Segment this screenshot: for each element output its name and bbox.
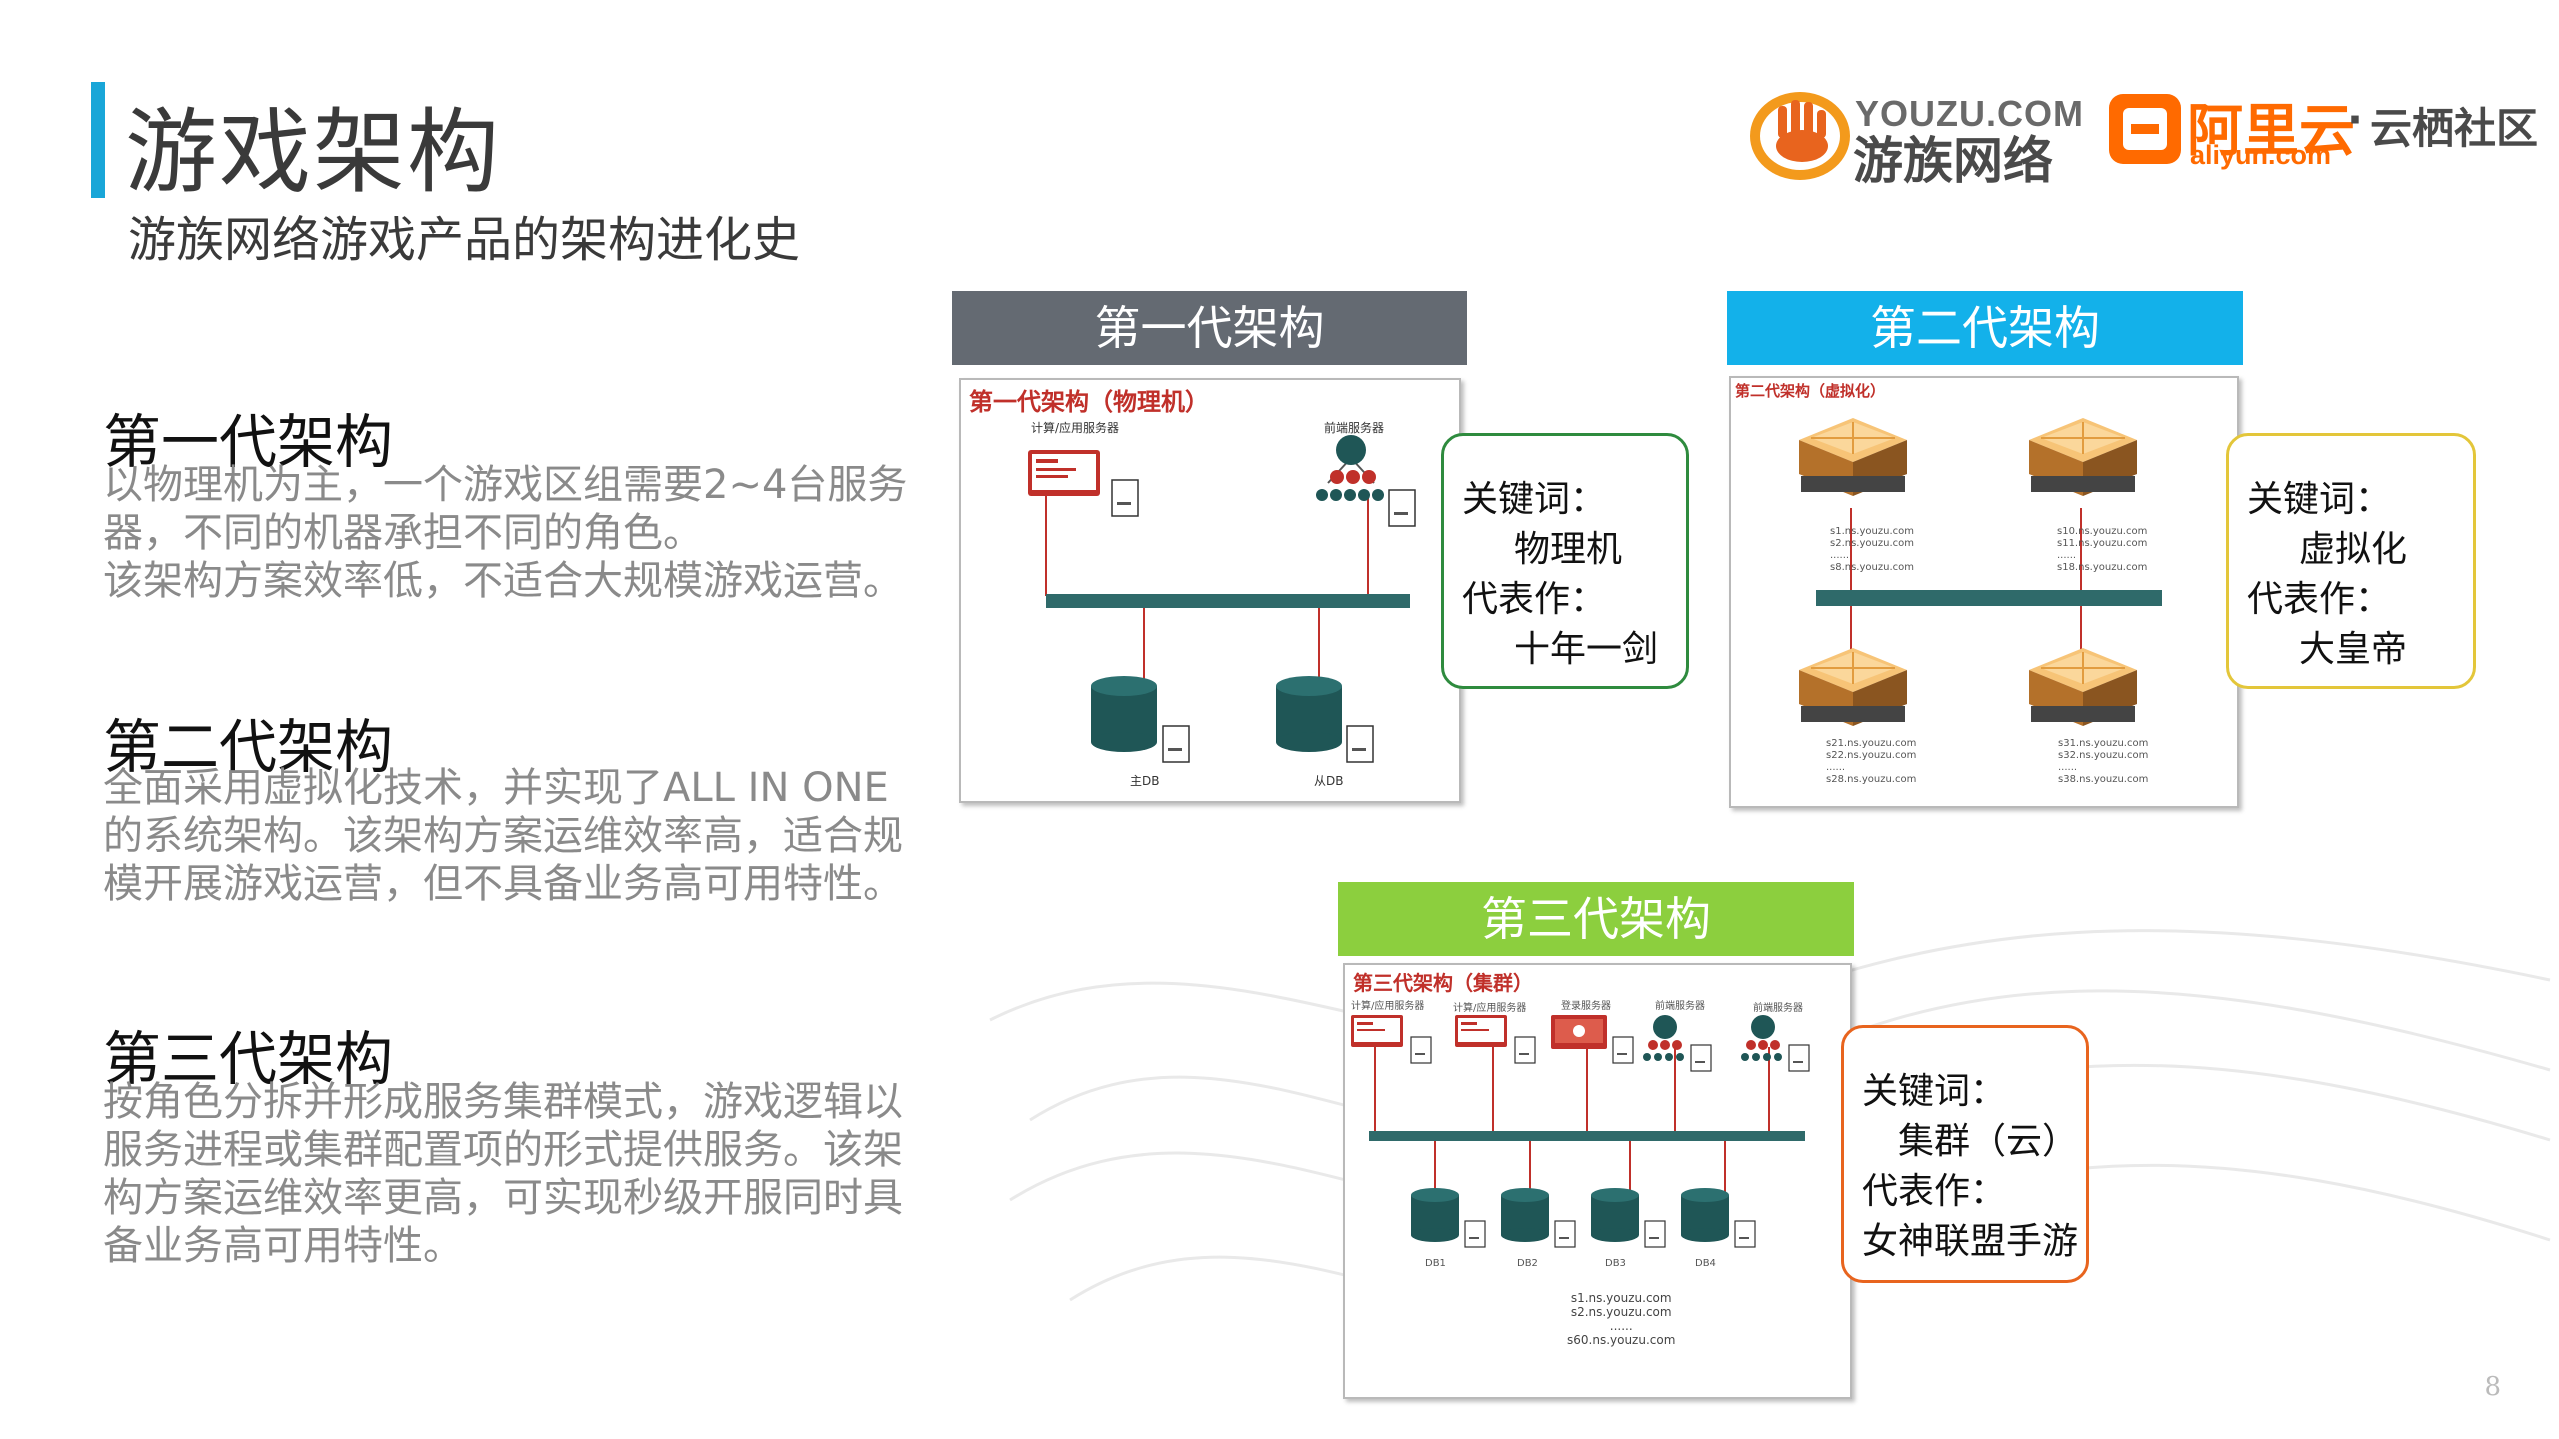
- gen2-server-group-3: s21.ns.youzu.com s22.ns.youzu.com ......…: [1826, 738, 1917, 785]
- gen3-db-label-1: DB1: [1425, 1258, 1446, 1269]
- gen3-role-label-3: 登录服务器: [1561, 1001, 1611, 1012]
- gen3-header: 第三代架构: [1338, 882, 1854, 956]
- section-text-gen1: 以物理机为主，一个游戏区组需要2~4台服务 器，不同的机器承担不同的角色。 该架…: [103, 462, 908, 604]
- gen3-role-label-5: 前端服务器: [1753, 1003, 1803, 1014]
- gen2-keyword: 虚拟化: [2299, 529, 2408, 570]
- section-text-gen2: 全面采用虚拟化技术，并实现了ALL IN ONE 的系统架构。该架构方案运维效率…: [103, 765, 903, 907]
- gen2-server-group-2: s10.ns.youzu.com s11.ns.youzu.com ......…: [2057, 526, 2148, 573]
- gen1-master-db-icon: [1091, 676, 1190, 763]
- gen2-header: 第二代架构: [1727, 291, 2243, 365]
- section-text-gen3: 按角色分拆并形成服务集群模式，游戏逻辑以 服务进程或集群配置项的形式提供服务。该…: [103, 1079, 903, 1269]
- aliyun-logo-text-cn: 阿里云: [2187, 99, 2355, 164]
- gen3-app-server-icon: [1351, 1015, 1432, 1064]
- gen1-representative: 十年一剑: [1514, 629, 1659, 670]
- gen1-network-diagram: [1028, 435, 1416, 763]
- aliyun-logo-text-en: aliyun.com: [2190, 140, 2332, 170]
- yunqi-community-text: 云栖社区: [2370, 104, 2539, 153]
- gen2-server-group-4: s31.ns.youzu.com s32.ns.youzu.com ......…: [2058, 738, 2149, 785]
- aliyun-logo-icon: [2109, 94, 2181, 164]
- gen1-app-server-label: 计算/应用服务器: [1031, 421, 1120, 435]
- gen1-representative-label: 代表作：: [1462, 579, 1607, 620]
- gen1-header: 第一代架构: [952, 291, 1467, 365]
- gen3-panel-title: 第三代架构（集群）: [1353, 971, 1533, 995]
- gen1-panel-title: 第一代架构（物理机）: [969, 388, 1209, 416]
- gen2-server-group-1: s1.ns.youzu.com s2.ns.youzu.com ...... s…: [1830, 526, 1914, 573]
- gen3-representative-label: 代表作：: [1862, 1171, 2007, 1212]
- gen3-db-label-3: DB3: [1605, 1258, 1626, 1269]
- gen1-app-server-icon: [1028, 450, 1139, 517]
- page-number: 8: [2484, 1372, 2501, 1402]
- gen1-master-db-label: 主DB: [1130, 774, 1160, 788]
- gen3-db-label-2: DB2: [1517, 1258, 1538, 1269]
- gen2-network-diagram: [1798, 417, 2162, 727]
- gen1-front-server-icon: [1316, 435, 1416, 527]
- gen2-network-bus: [1816, 590, 2162, 606]
- youzu-logo-text-en: YOUZU.COM: [1855, 93, 2084, 134]
- youzu-logo-icon: [1750, 92, 1850, 180]
- section-heading-gen2: 第二代架构: [103, 713, 394, 781]
- gen2-representative-label: 代表作：: [2247, 579, 2392, 620]
- gen2-keyword-box: 关键词： 虚拟化 代表作： 大皇帝: [2226, 433, 2476, 689]
- gen1-keyword: 物理机: [1514, 529, 1623, 570]
- gen2-panel-title: 第二代架构（虚拟化）: [1735, 382, 1886, 400]
- gen3-network-bus: [1369, 1131, 1805, 1141]
- gen3-role-label-4: 前端服务器: [1655, 1001, 1705, 1012]
- gen2-virtualized-server-icon: [1799, 418, 1907, 496]
- gen3-db-label-4: DB4: [1695, 1258, 1716, 1269]
- gen2-diagram-panel: 第二代架构（虚拟化） s1.ns.youzu.com s2.ns.youzu.c…: [1729, 376, 2239, 808]
- gen3-role-label-2: 计算/应用服务器: [1453, 1003, 1527, 1014]
- gen1-slave-db-label: 从DB: [1314, 774, 1344, 788]
- gen3-login-server-icon: [1551, 1015, 1634, 1064]
- gen3-network-diagram: [1351, 1014, 1810, 1248]
- gen2-keyword-label: 关键词：: [2247, 479, 2392, 520]
- title-accent-bar: [91, 82, 105, 198]
- gen1-diagram-panel: 第一代架构（物理机） 计算/应用服务器 前端服务器: [959, 378, 1461, 803]
- gen3-domain-list: s1.ns.youzu.com s2.ns.youzu.com ...... s…: [1567, 1291, 1676, 1347]
- gen1-keyword-box: 关键词： 物理机 代表作： 十年一剑: [1441, 433, 1689, 689]
- logo-separator: ·: [2347, 95, 2363, 144]
- page-subtitle: 游族网络游戏产品的架构进化史: [128, 212, 801, 268]
- gen1-front-server-label: 前端服务器: [1324, 421, 1385, 435]
- gen3-diagram-panel: 第三代架构（集群） 计算/应用服务器 计算/应用服务器 登录服务器 前端服务器 …: [1343, 963, 1852, 1399]
- gen3-front-server-icon: [1643, 1015, 1712, 1072]
- youzu-logo-text-cn: 游族网络: [1853, 132, 2053, 190]
- section-heading-gen1: 第一代架构: [103, 408, 394, 476]
- gen3-keyword-box: 关键词： 集群（云） 代表作： 女神联盟手游: [1841, 1025, 2089, 1283]
- page-title: 游戏架构: [125, 99, 502, 206]
- gen3-representative: 女神联盟手游: [1862, 1221, 2079, 1262]
- gen2-representative: 大皇帝: [2299, 629, 2408, 670]
- gen1-network-bus: [1046, 594, 1410, 608]
- gen3-keyword: 集群（云）: [1898, 1121, 2079, 1162]
- gen3-role-label-1: 计算/应用服务器: [1351, 1001, 1425, 1012]
- section-heading-gen3: 第三代架构: [103, 1025, 394, 1093]
- gen3-db-icon: [1411, 1188, 1486, 1248]
- gen3-keyword-label: 关键词：: [1862, 1071, 2007, 1112]
- gen1-slave-db-icon: [1276, 676, 1374, 763]
- gen1-keyword-label: 关键词：: [1462, 479, 1607, 520]
